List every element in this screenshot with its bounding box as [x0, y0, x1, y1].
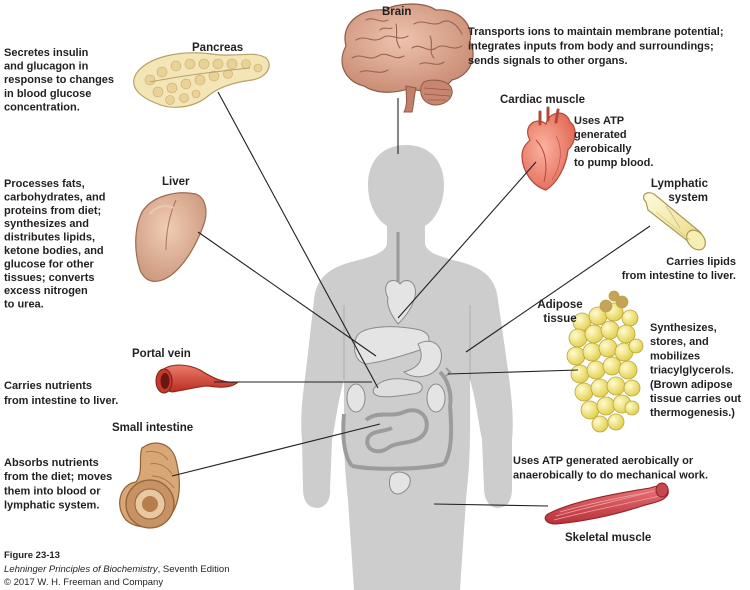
description-skeletal-muscle: Uses ATP generated aerobically or anaerob…: [513, 455, 708, 482]
label-portal-vein: Portal vein: [132, 348, 191, 360]
text-line: tissues; converts: [4, 272, 94, 284]
description-portal-vein: Carries nutrients from intestine to liver…: [4, 380, 118, 407]
text-line: lymphatic system.: [4, 500, 99, 512]
organ-descriptions: Transports ions to maintain membrane pot…: [4, 26, 741, 512]
text-line: to urea.: [4, 299, 44, 311]
text-line: concentration.: [4, 101, 80, 113]
text-line: system: [668, 192, 708, 204]
heart-icon: [521, 106, 576, 191]
text-line: anaerobically to do mechanical work.: [513, 470, 708, 482]
caption-book-title: Lehninger Principles of Biochemistry: [4, 564, 159, 575]
leader-small-intestine: [171, 423, 381, 477]
adipose-tissue-icon: [566, 290, 644, 433]
description-lymphatic-system: Carries lipids from intestine to liver.: [622, 256, 736, 282]
portal-vein-icon: [155, 364, 240, 394]
text-line: mobilizes: [650, 350, 700, 362]
text-line: excess nitrogen: [4, 285, 88, 297]
text-line: response to changes: [4, 74, 114, 86]
text-line: tissue: [543, 313, 576, 325]
text-line: Carries lipids: [666, 256, 736, 268]
text-line: stores, and: [650, 336, 709, 348]
body-silhouette: [301, 145, 513, 590]
label-liver: Liver: [162, 176, 190, 188]
text-line: synthesizes and: [4, 218, 89, 230]
text-line: Absorbs nutrients: [4, 457, 99, 469]
caption-copyright: © 2017 W. H. Freeman and Company: [4, 577, 163, 588]
label-pancreas: Pancreas: [192, 42, 243, 54]
description-cardiac-muscle: Uses ATP generated aerobically to pump bloo…: [574, 115, 653, 169]
caption-figure-number: Figure 23-13: [4, 550, 60, 561]
leader-lines: [171, 91, 651, 507]
text-line: tissue carries out: [650, 393, 741, 405]
leader-skeletal-muscle: [433, 503, 549, 507]
leader-cardiac-muscle: [397, 161, 537, 319]
text-line: in blood glucose: [4, 88, 91, 100]
label-brain: Brain: [382, 6, 411, 18]
lymphatic-vessel-icon: [642, 192, 706, 251]
brain-icon: [341, 3, 474, 113]
organ-labels: Brain Pancreas Cardiac muscle Lymphatic s…: [112, 6, 709, 544]
label-small-intestine: Small intestine: [112, 422, 193, 434]
caption-source: Lehninger Principles of Biochemistry, Se…: [4, 564, 229, 575]
description-liver: Processes fats,carbohydrates, and protein…: [4, 178, 105, 311]
text-line: integrates inputs from body and surround…: [468, 41, 714, 53]
label-cardiac-muscle: Cardiac muscle: [500, 94, 585, 106]
description-small-intestine: Absorbs nutrients from the diet; moves the…: [4, 457, 112, 512]
leader-adipose-tissue: [447, 369, 579, 375]
pancreas-icon: [133, 52, 270, 108]
text-line: glucose for other: [4, 258, 95, 270]
text-line: Adipose: [537, 299, 582, 311]
text-line: Transports ions to maintain membrane pot…: [468, 26, 723, 38]
text-line: from intestine to liver.: [4, 395, 118, 407]
text-line: them into blood or: [4, 485, 101, 497]
text-line: (Brown adipose: [650, 379, 733, 391]
text-line: Uses ATP generated aerobically or: [513, 455, 694, 467]
description-adipose-tissue: Synthesizes, stores, and mobilizes triacylg…: [650, 322, 741, 419]
text-line: aerobically: [574, 143, 632, 155]
label-skeletal-muscle: Skeletal muscle: [565, 532, 651, 544]
text-line: sends signals to other organs.: [468, 55, 628, 67]
description-brain: Transports ions to maintain membrane pot…: [468, 26, 723, 67]
label-lymphatic-system: Lymphatic system: [651, 178, 709, 204]
text-line: distributes lipids,: [4, 232, 95, 244]
text-line: ketone bodies, and: [4, 245, 104, 257]
leader-lymphatic-system: [465, 225, 651, 353]
figure-caption: Figure 23-13 Lehninger Principles of Bio…: [4, 550, 229, 588]
text-line: Lymphatic: [651, 178, 709, 190]
leader-pancreas: [217, 91, 379, 389]
text-line: from intestine to liver.: [622, 270, 736, 282]
text-line: generated: [574, 129, 627, 141]
text-line: thermogenesis.): [650, 407, 735, 419]
liver-icon: [135, 192, 207, 282]
internal-organs: [341, 232, 454, 495]
text-line: Carries nutrients: [4, 380, 92, 392]
caption-edition: , Seventh Edition: [158, 564, 230, 575]
text-line: and glucagon in: [4, 61, 89, 73]
text-line: from the diet; moves: [4, 471, 112, 483]
text-line: Uses ATP: [574, 115, 624, 127]
text-line: carbohydrates, and: [4, 191, 105, 203]
small-intestine-icon: [119, 442, 181, 529]
text-line: Synthesizes,: [650, 322, 717, 334]
text-line: proteins from diet;: [4, 205, 101, 217]
text-line: triacylglycerols.: [650, 365, 734, 377]
label-adipose-tissue: Adipose tissue: [537, 299, 582, 325]
skeletal-muscle-icon: [544, 482, 669, 525]
text-line: Processes fats,: [4, 178, 85, 190]
leader-liver: [197, 231, 377, 357]
text-line: Secretes insulin: [4, 47, 89, 59]
text-line: to pump blood.: [574, 157, 653, 169]
